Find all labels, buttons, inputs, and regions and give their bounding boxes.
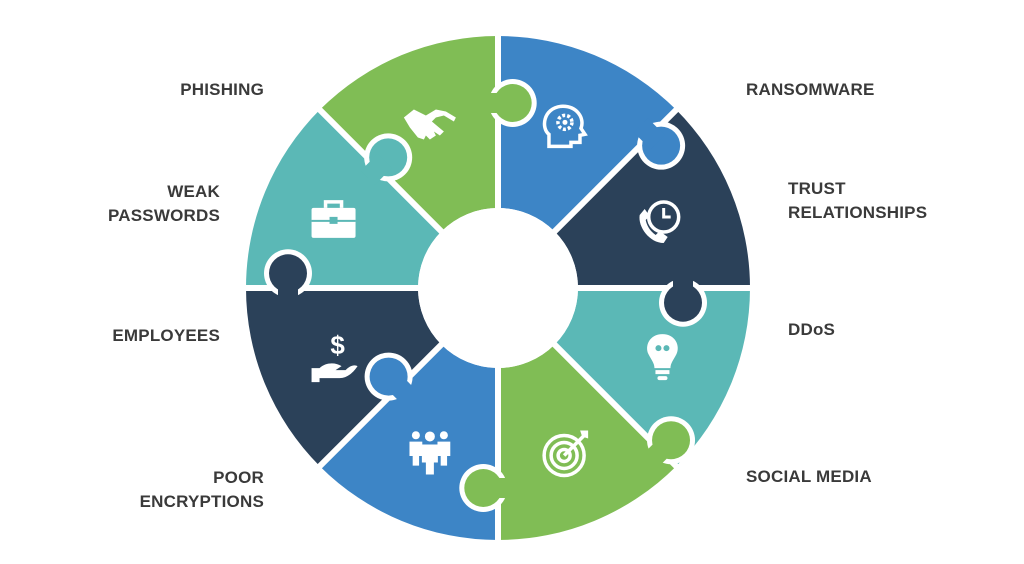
label-weak-passwords: WEAK PASSWORDS [108,182,220,225]
label-employees: EMPLOYEES [112,326,220,345]
segment-ddos [498,344,677,540]
segment-weak-passwords [319,36,498,232]
segment-icons: $ [311,104,681,478]
segment-phishing [498,36,677,232]
segment-gaps [242,32,754,544]
label-ransomware: RANSOMWARE [746,80,875,99]
label-phishing: PHISHING [180,80,264,99]
center-hole [418,208,578,368]
label-trust-relationships: TRUST RELATIONSHIPS [788,179,928,222]
head-gear-icon [542,104,588,149]
segment-trust-relationships [554,288,750,467]
segment-employees [246,109,442,289]
hand-dollar-icon: $ [311,330,358,383]
briefcase-icon [311,200,356,238]
label-social-media: SOCIAL MEDIA [746,467,872,486]
svg-text:$: $ [330,330,345,360]
segment-social-media [319,344,498,540]
handshake-icon [403,109,456,140]
target-icon [542,430,589,478]
label-poor-encryptions: POOR ENCRYPTIONS [139,468,264,511]
segment-ransomware [554,109,750,289]
people-group-icon [409,431,451,475]
lightbulb-icon [647,334,678,381]
label-ddos: DDoS [788,320,836,339]
phone-clock-icon [639,200,681,244]
